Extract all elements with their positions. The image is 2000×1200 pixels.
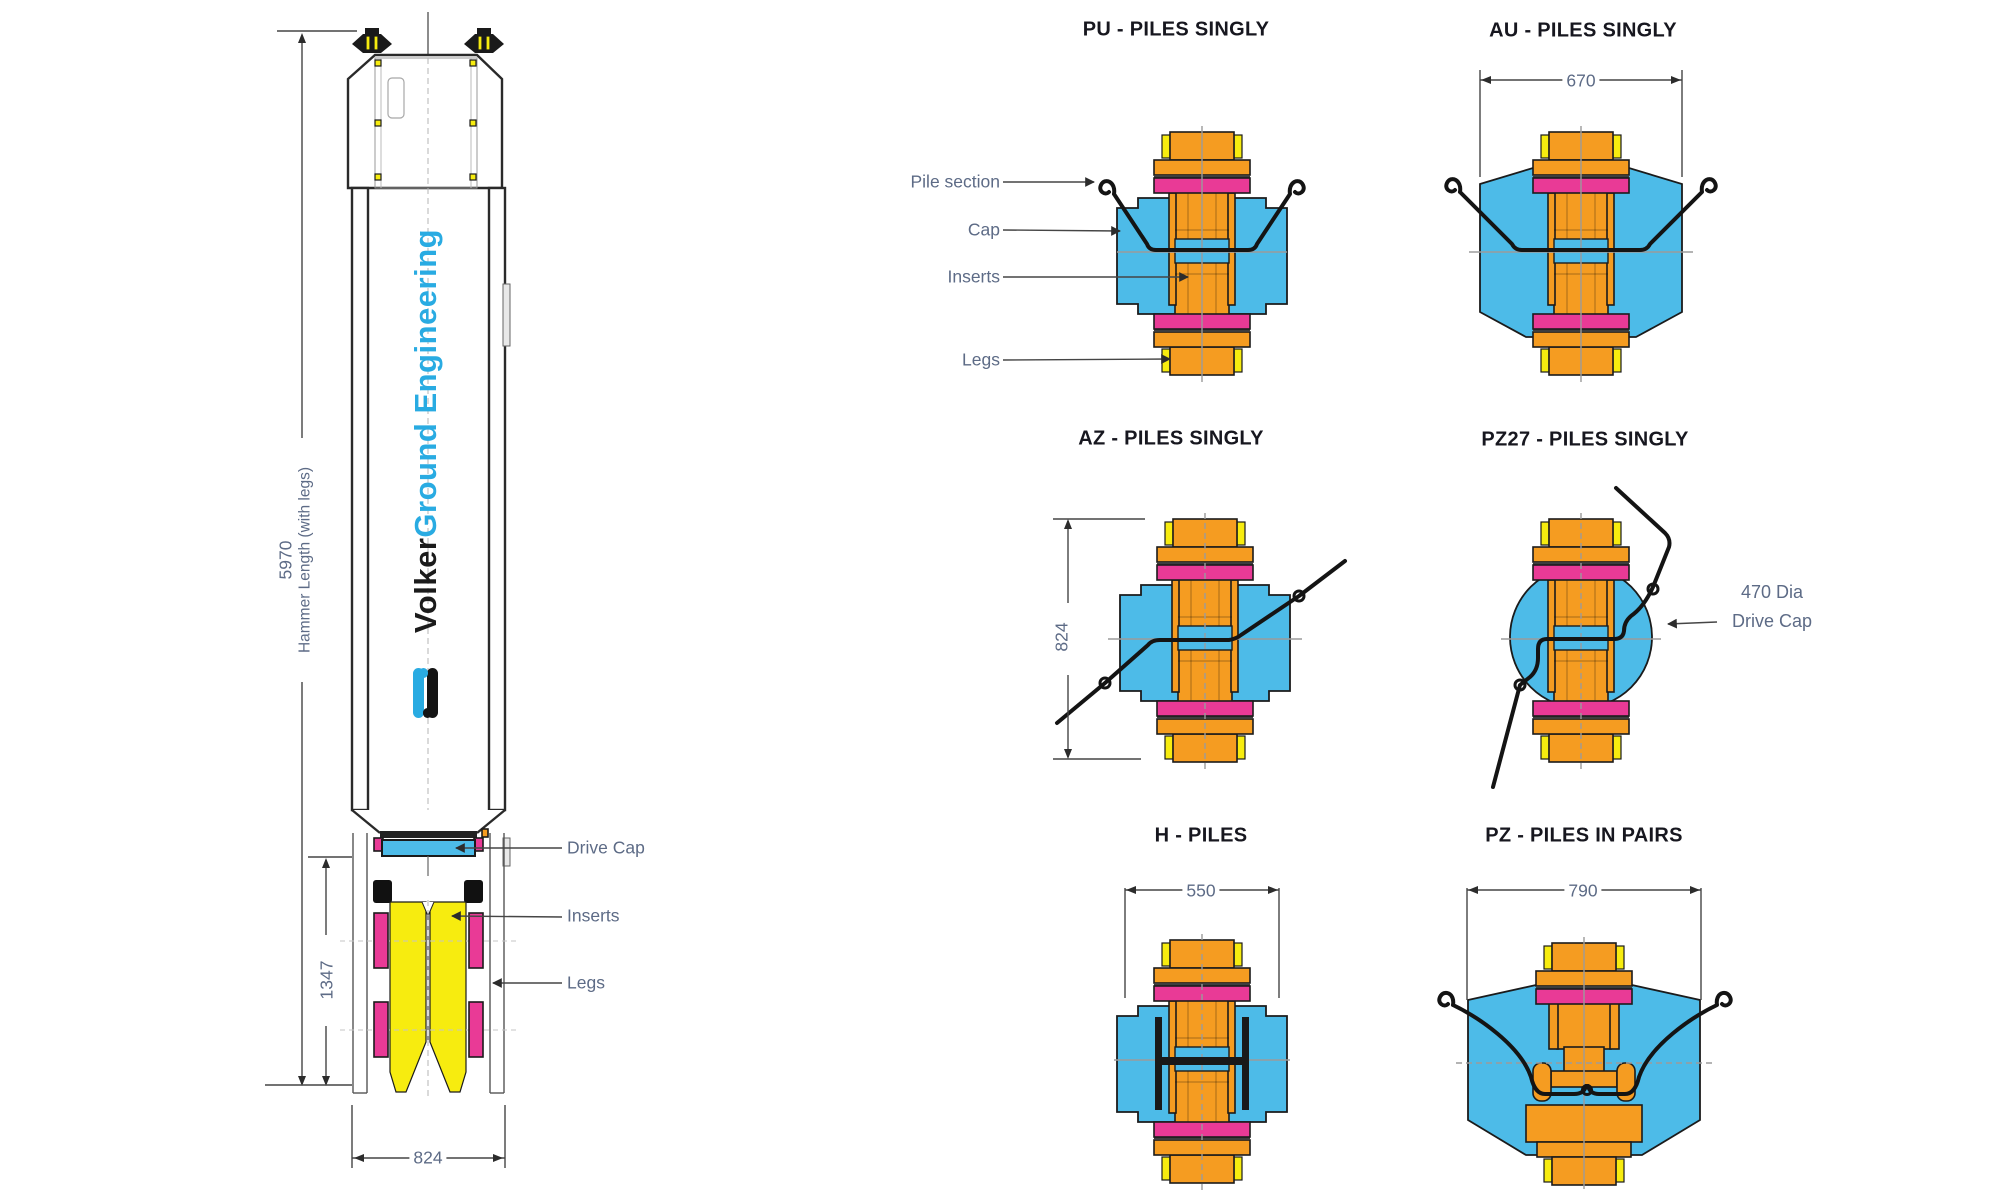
side-bracket-lower — [502, 837, 511, 867]
hammer-rail-left — [350, 186, 370, 812]
inserts-leader — [451, 911, 563, 921]
hammer-rail-right — [487, 186, 507, 812]
legs-leader-pu — [1002, 354, 1171, 364]
dim-au: 670 — [1562, 70, 1600, 92]
logo-volker: Volker — [408, 537, 443, 634]
pz27-label-line1: 470 Dia — [1740, 582, 1804, 602]
label-pu-inserts: Inserts — [947, 266, 1000, 287]
label-pile-section: Pile section — [910, 171, 1001, 192]
pz27-diagram — [1491, 486, 1718, 789]
pu-pile-section-line — [1098, 179, 1306, 252]
dim-pz: 790 — [1564, 880, 1602, 902]
label-inserts: Inserts — [567, 905, 620, 926]
leg-insert-pad — [373, 912, 389, 969]
dim-hammer-width: 824 — [409, 1147, 447, 1169]
volker-logo: VolkerGround Engineering — [408, 229, 444, 633]
leg-right — [429, 901, 467, 1093]
pz-pile-section-line — [1437, 990, 1733, 1096]
lifting-sheave-right — [464, 28, 504, 53]
section-title-au: AU - PILES SINGLY — [1489, 19, 1677, 42]
anvil-band — [380, 831, 477, 838]
section-title-az: AZ - PILES SINGLY — [1078, 427, 1264, 450]
dim-h: 550 — [1182, 880, 1220, 902]
section-title-h: H - PILES — [1154, 824, 1248, 847]
az-dimension — [1053, 518, 1145, 760]
dim-5970: 5970 — [275, 540, 296, 580]
hammer-dimensions — [265, 30, 506, 1168]
leg-left — [389, 901, 427, 1093]
az-diagram — [1053, 513, 1347, 769]
panel-bolt-marks — [374, 59, 477, 181]
pu-diagram — [1098, 126, 1306, 382]
dim-leg-length: 1347 — [316, 956, 338, 1004]
leg-insert-pad — [373, 1001, 389, 1058]
section-title-pz: PZ - PILES IN PAIRS — [1485, 824, 1683, 847]
leg-mount-block-left — [373, 880, 392, 903]
hammer-head-outline — [346, 53, 504, 190]
label-cap: Cap — [967, 219, 1000, 240]
logo-ground-engineering: Ground Engineering — [408, 228, 443, 538]
dim-hammer-height: 5970 Hammer Length (with legs) — [275, 462, 315, 658]
leg-insert-pad — [468, 1001, 484, 1058]
au-diagram — [1444, 70, 1718, 382]
section-title-pu: PU - PILES SINGLY — [1082, 18, 1270, 41]
dim-height-label: Hammer Length (with legs) — [296, 466, 314, 654]
pz-diagram — [1437, 886, 1733, 1189]
label-drive-cap: Drive Cap — [567, 837, 645, 858]
pz27-leader — [1667, 618, 1718, 629]
label-pu-legs: Legs — [962, 349, 1000, 370]
au-pile-section-line — [1444, 177, 1718, 252]
leg-insert-pad — [468, 912, 484, 969]
dim-az: 824 — [1051, 618, 1073, 656]
label-pz27-drive-cap: 470 Dia Drive Cap — [1732, 578, 1812, 636]
side-bracket-upper — [502, 283, 511, 347]
h-pile-section — [1155, 1017, 1249, 1110]
h-diagram — [1114, 886, 1290, 1190]
pz27-pile-section-line — [1491, 486, 1672, 789]
leg-mount-block-right — [464, 880, 483, 903]
head-access-panel — [387, 77, 405, 119]
label-legs: Legs — [567, 972, 605, 993]
cap-leader — [1002, 226, 1121, 236]
section-title-pz27: PZ27 - PILES SINGLY — [1481, 428, 1689, 451]
hammer-elevation — [265, 12, 563, 1168]
az-pile-section-line — [1055, 559, 1347, 725]
volker-logo-icon — [413, 668, 438, 718]
pz27-label-line2: Drive Cap — [1731, 611, 1813, 631]
hammer-taper — [352, 810, 505, 833]
lifting-sheave-left — [352, 28, 392, 53]
